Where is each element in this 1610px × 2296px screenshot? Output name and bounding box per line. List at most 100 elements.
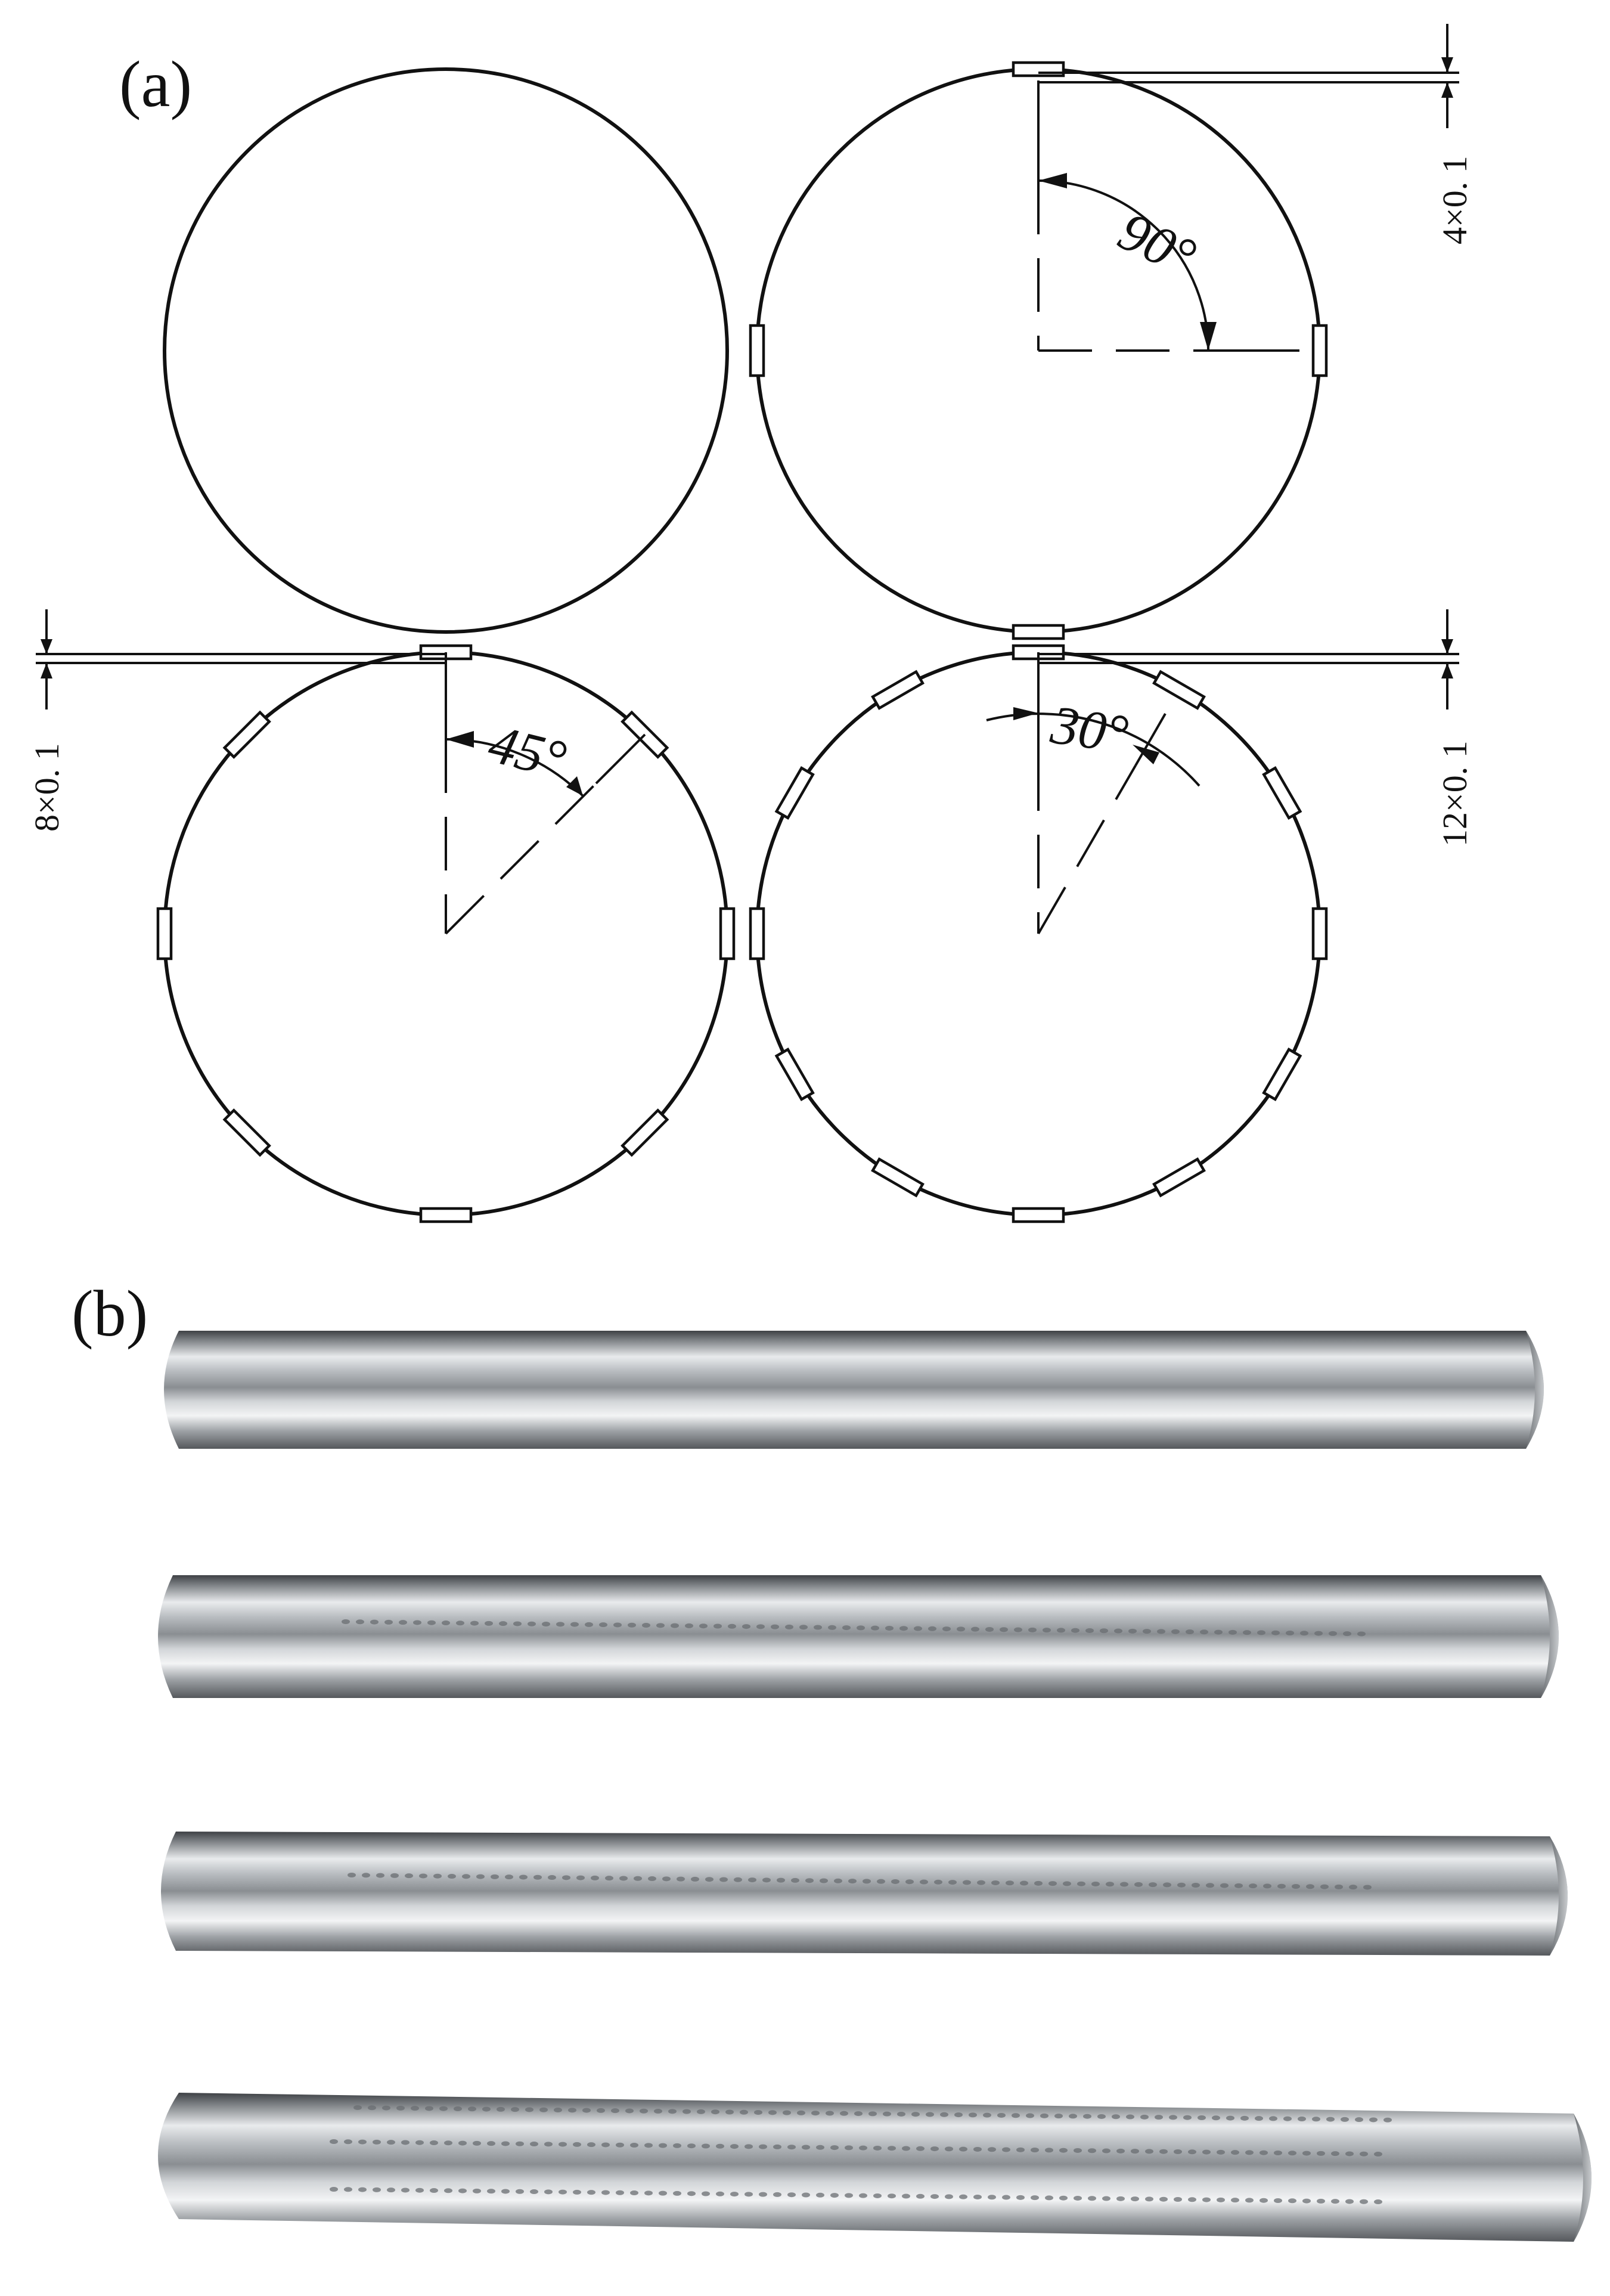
rod-groove-mark <box>911 2112 920 2117</box>
rod-groove-mark <box>458 2140 467 2146</box>
rod-groove-mark <box>1292 1884 1300 1889</box>
rod-groove-mark <box>1040 2113 1048 2118</box>
rod-groove-mark <box>1140 2114 1149 2120</box>
rod-groove-mark <box>1257 1630 1265 1635</box>
rod-groove-mark <box>940 2112 948 2117</box>
rod-groove-mark <box>1240 2115 1249 2121</box>
rod-groove-mark <box>430 2188 438 2193</box>
rod-groove-mark <box>501 2189 510 2194</box>
rod-groove-mark <box>1202 2149 1211 2155</box>
rod-groove-mark <box>742 1624 750 1629</box>
groove-slot <box>222 1108 271 1157</box>
rod-groove-mark <box>1097 2114 1106 2119</box>
groove-slot <box>1262 766 1302 820</box>
rod-groove-mark <box>1269 2116 1277 2121</box>
rod-groove-mark <box>1298 2117 1306 2122</box>
rod-groove-mark <box>1016 2195 1025 2200</box>
rod-groove-mark <box>1329 1631 1337 1636</box>
rod-groove-mark <box>1226 2115 1234 2121</box>
rod-groove-mark <box>1048 1881 1057 1886</box>
rod-groove-mark <box>499 1621 507 1626</box>
rod-groove-mark <box>677 1876 685 1882</box>
rod-groove-mark <box>482 2106 491 2112</box>
rod-groove-mark <box>413 1620 421 1625</box>
rod-groove-mark <box>1169 2115 1177 2120</box>
rod-groove-mark <box>683 2109 691 2114</box>
rod-groove-mark <box>716 2191 724 2196</box>
rod-groove-mark <box>1071 1628 1079 1633</box>
rod-groove-mark <box>954 2112 963 2118</box>
rod-groove-mark <box>1054 2114 1063 2119</box>
groove-slot <box>1012 624 1065 640</box>
rod-groove-mark <box>734 1877 742 1882</box>
cross-section-eight-groove: 45° 8×0. 1 <box>27 609 736 1223</box>
rod-groove-mark <box>902 2193 910 2199</box>
rod-groove-mark <box>814 1625 822 1630</box>
rod-groove-mark <box>1145 2149 1153 2154</box>
rod-groove-mark <box>777 1877 785 1883</box>
rod-groove-mark <box>644 2143 653 2148</box>
rod-groove-mark <box>640 2108 648 2114</box>
rod-groove-mark <box>344 2139 352 2145</box>
rod-groove-mark <box>362 1873 370 1878</box>
rod-groove-mark <box>1331 2199 1339 2204</box>
rod-groove-mark <box>582 2108 591 2113</box>
rod-groove-mark <box>916 2193 925 2199</box>
rod-groove-mark <box>930 2194 939 2199</box>
rod-groove-mark <box>1360 2199 1368 2204</box>
rod-groove-mark <box>1174 2196 1182 2202</box>
rod-groove-mark <box>384 1619 393 1625</box>
rod-groove-mark <box>573 2142 581 2147</box>
rod-groove-mark <box>458 2188 467 2193</box>
rod-groove-mark <box>1312 2117 1320 2122</box>
rod-groove-mark <box>1188 2197 1196 2202</box>
rod-groove-mark <box>988 2147 996 2152</box>
rod-groove-mark <box>842 1625 851 1631</box>
rod-groove-mark <box>433 1873 442 1879</box>
rod-groove-mark <box>1217 2197 1225 2202</box>
rod-groove-mark <box>859 2145 867 2151</box>
rod-groove-mark <box>1120 1882 1128 1887</box>
rod-groove-mark <box>1059 2148 1068 2153</box>
rod-groove-mark <box>1343 1631 1351 1637</box>
rod-twelve-groove <box>158 2093 1592 2242</box>
rod-groove-mark <box>740 2109 748 2115</box>
rod-groove-mark <box>485 1620 493 1626</box>
rod-groove-mark <box>1000 1627 1008 1632</box>
rod-groove-mark <box>885 1625 894 1631</box>
cross-section-four-groove: 90° 4×0. 1 <box>749 24 1474 640</box>
rod-groove-mark <box>556 1622 564 1627</box>
rod-groove-mark <box>1177 1882 1186 1888</box>
rod-four-groove <box>158 1575 1559 1698</box>
rod-groove-mark <box>768 2110 777 2115</box>
rod-groove-mark <box>697 2109 705 2114</box>
rod-groove-mark <box>728 1623 736 1629</box>
groove-slot <box>1311 907 1328 960</box>
rod-groove-mark <box>930 2146 939 2152</box>
rod-groove-mark <box>799 1625 808 1630</box>
rod-groove-mark <box>1102 2196 1110 2201</box>
rod-groove-mark <box>1229 1629 1237 1635</box>
rod-groove-mark <box>802 2145 810 2150</box>
rod-groove-mark <box>830 2145 839 2151</box>
rod-groove-mark <box>1028 1627 1037 1632</box>
rod-groove-mark <box>759 2192 767 2197</box>
rod-groove-mark <box>1134 1882 1143 1887</box>
rod-groove-mark <box>616 2190 624 2195</box>
rod-groove-mark <box>756 1624 765 1629</box>
rod-groove-mark <box>791 1877 799 1883</box>
groove-slot <box>156 907 173 960</box>
rod-groove-mark <box>983 2112 991 2118</box>
rod-groove-mark <box>888 2146 896 2151</box>
rod-groove-mark <box>330 2187 338 2192</box>
rod-groove-mark <box>542 1622 550 1627</box>
cross-section-twelve-groove: 30° 12×0. 1 <box>749 609 1474 1223</box>
rod-groove-mark <box>454 2106 462 2112</box>
rod-groove-mark <box>942 1626 951 1632</box>
rod-groove-mark <box>1102 2148 1110 2154</box>
rod-groove-mark <box>456 1620 464 1626</box>
rod-groove-mark <box>759 2144 767 2149</box>
rod-groove-mark <box>1116 2196 1125 2201</box>
rod-groove-mark <box>877 1879 885 1884</box>
rod-groove-mark <box>948 1880 957 1885</box>
